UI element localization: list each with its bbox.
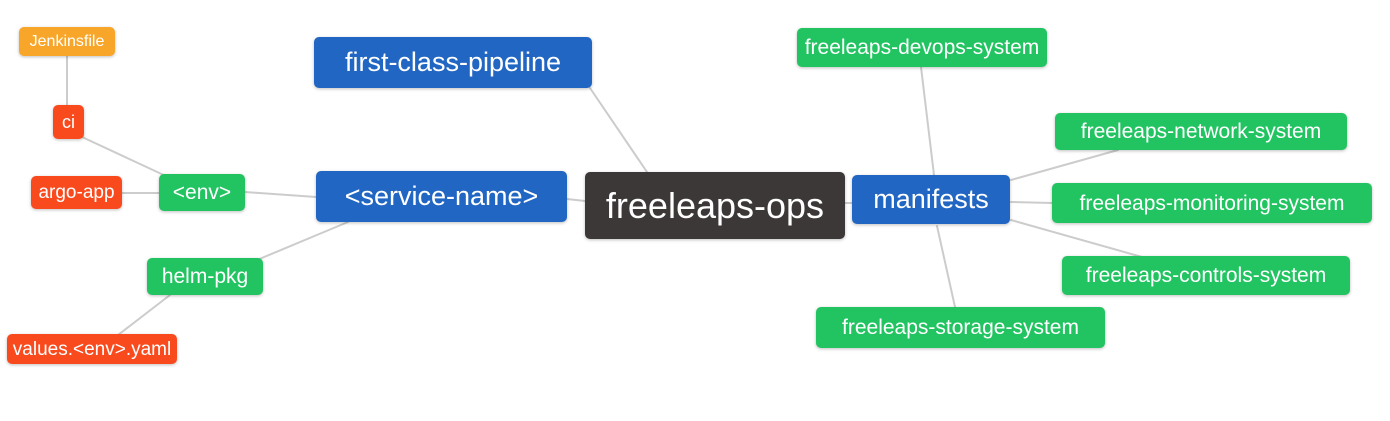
node-first-class-pipeline[interactable]: first-class-pipeline — [314, 37, 592, 88]
edge-manifests-storage — [936, 225, 956, 308]
edge-helm-pkg-values-yaml — [117, 294, 171, 336]
node-ci[interactable]: ci — [53, 105, 84, 139]
edge-service-name-ops — [566, 198, 586, 202]
node-argo-app[interactable]: argo-app — [31, 176, 122, 209]
node-values-env-yaml[interactable]: values.<env>.yaml — [7, 334, 177, 364]
node-env[interactable]: <env> — [159, 174, 245, 211]
edge-manifests-controls — [1010, 219, 1143, 258]
edge-ci-env — [81, 136, 169, 178]
node-freeleaps-devops-system[interactable]: freeleaps-devops-system — [797, 28, 1047, 67]
node-freeleaps-monitoring-system[interactable]: freeleaps-monitoring-system — [1052, 183, 1372, 223]
edge-manifests-monitoring — [1010, 201, 1053, 204]
edge-env-service-name — [244, 191, 317, 198]
node-service-name[interactable]: <service-name> — [316, 171, 567, 222]
node-freeleaps-controls-system[interactable]: freeleaps-controls-system — [1062, 256, 1350, 295]
edge-manifests-devops — [920, 66, 935, 176]
node-freeleaps-storage-system[interactable]: freeleaps-storage-system — [816, 307, 1105, 348]
edge-manifests-network — [1010, 149, 1119, 181]
node-freeleaps-ops[interactable]: freeleaps-ops — [585, 172, 845, 239]
edge-first-class-pipeline-ops — [589, 87, 648, 173]
node-helm-pkg[interactable]: helm-pkg — [147, 258, 263, 295]
node-freeleaps-network-system[interactable]: freeleaps-network-system — [1055, 113, 1347, 150]
node-jenkinsfile[interactable]: Jenkinsfile — [19, 27, 115, 56]
edge-service-name-helm-pkg — [256, 221, 349, 261]
node-manifests[interactable]: manifests — [852, 175, 1010, 224]
